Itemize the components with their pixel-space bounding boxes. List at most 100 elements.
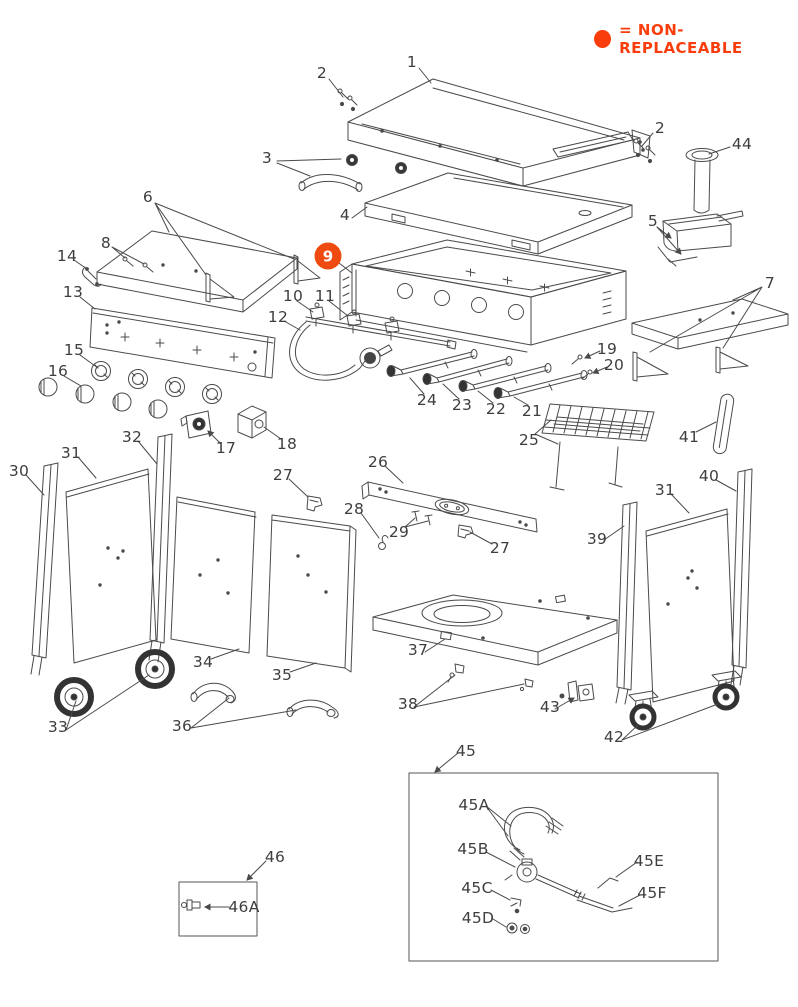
part-label-15-15: 15 — [63, 341, 85, 359]
part-label-45F-51: 45F — [637, 884, 667, 902]
part-14-clip-drawing — [82, 266, 102, 287]
part-label-45E-49: 45E — [633, 852, 665, 870]
part-37-bottom-shelf-drawing — [372, 594, 618, 666]
part-label-29-33: 29 — [388, 523, 410, 541]
part-13-panel-drawing — [89, 307, 276, 379]
part-3-handle-drawing — [298, 154, 407, 192]
part-34-panel-drawing — [170, 496, 257, 654]
part-29-screws-drawing — [411, 510, 433, 526]
inset-box-46 — [178, 881, 258, 937]
part-label-45D-52: 45D — [461, 909, 495, 927]
part-label-11-12: 11 — [314, 287, 336, 305]
part-17-igniter-drawing — [180, 410, 212, 439]
leader-lines — [25, 67, 763, 928]
part-label-20-18: 20 — [603, 356, 625, 374]
part-label-7-14: 7 — [764, 274, 776, 292]
part-44-funnel-drawing — [685, 148, 719, 214]
part-label-23-20: 23 — [451, 396, 473, 414]
part-label-22-21: 22 — [485, 400, 507, 418]
part-label-46A-54: 46A — [228, 898, 260, 916]
non-replaceable-dot-icon — [594, 30, 612, 48]
part-39-leg-drawing — [615, 501, 638, 705]
part-label-28-32: 28 — [343, 500, 365, 518]
part-35-panel-drawing — [266, 514, 357, 673]
legend: = NON-REPLACEABLE — [594, 21, 798, 57]
part-43-bracket-drawing — [559, 680, 595, 703]
part-label-3-4: 3 — [261, 149, 273, 167]
part-label-14-9: 14 — [56, 247, 78, 265]
part-24-burner-drawing — [386, 349, 478, 377]
part-label-18-26: 18 — [276, 435, 298, 453]
part-1-lid-drawing — [347, 78, 651, 187]
part-4-griddle-plate-drawing — [364, 172, 633, 255]
part-16-knobs-drawing — [38, 377, 168, 419]
part-label-4-6: 4 — [339, 206, 351, 224]
part-27b-bracket-drawing — [457, 524, 474, 539]
part-label-12-13: 12 — [267, 308, 289, 326]
part-label-40-36: 40 — [698, 467, 720, 485]
part-label-45-46: 45 — [455, 742, 477, 760]
part-10-11-valves-drawing — [305, 302, 457, 350]
part-label-16-16: 16 — [47, 362, 69, 380]
part-31-left-panel-drawing — [65, 468, 157, 664]
part-label-2-2: 2 — [654, 119, 666, 137]
part-label-13-10: 13 — [62, 283, 84, 301]
part-42-casters-drawing — [628, 670, 742, 731]
part-33-wheels-drawing — [54, 649, 175, 717]
part-label-45B-48: 45B — [457, 840, 489, 858]
part-label-5-7: 5 — [647, 212, 659, 230]
part-32-leg-drawing — [148, 433, 173, 663]
part-label-21-22: 21 — [521, 402, 543, 420]
legend-text: = NON-REPLACEABLE — [619, 21, 743, 57]
part-label-6-5: 6 — [142, 188, 154, 206]
part-19-screw-drawing — [571, 354, 583, 365]
part-15-bezels-drawing — [91, 361, 222, 404]
part-label-27-34: 27 — [489, 539, 511, 557]
part-21-burner-drawing — [493, 370, 588, 399]
part-12-hose-drawing — [289, 321, 393, 381]
part-27-bracket-drawing — [306, 495, 323, 512]
part-label-36-42: 36 — [171, 717, 193, 735]
part-label-45C-50: 45C — [461, 879, 493, 897]
part-label-8-8: 8 — [100, 234, 112, 252]
part-label-35-39: 35 — [271, 666, 293, 684]
part-8-screws-drawing — [122, 256, 154, 273]
part-label-42-45: 42 — [603, 728, 625, 746]
part-label-1-0: 1 — [406, 53, 418, 71]
part-18-bracket-box-drawing — [237, 405, 267, 439]
part-label-38-43: 38 — [397, 695, 419, 713]
part-28-hook-drawing — [378, 534, 389, 550]
part-label-30-29: 30 — [8, 462, 30, 480]
part-label-34-38: 34 — [192, 653, 214, 671]
part-23-burner-drawing — [422, 356, 513, 385]
part-label-31-28: 31 — [60, 444, 82, 462]
part-25-basket-drawing — [541, 403, 655, 491]
part-label-41-24: 41 — [678, 428, 700, 446]
part-label-46-53: 46 — [264, 848, 286, 866]
part-label-26-30: 26 — [367, 453, 389, 471]
part-38-brackets-drawing — [447, 663, 534, 692]
part-label-33-41: 33 — [47, 718, 69, 736]
part-label-37-40: 37 — [407, 641, 429, 659]
part-5-grease-cup-drawing — [657, 210, 744, 267]
part-41-handle-drawing — [712, 393, 735, 455]
part-label-31-37: 31 — [654, 481, 676, 499]
part-label-24-19: 24 — [416, 391, 438, 409]
part-22-burner-drawing — [458, 363, 552, 392]
part-label-19-17: 19 — [596, 340, 618, 358]
part-label-44-3: 44 — [731, 135, 753, 153]
part-label-25-23: 25 — [518, 431, 540, 449]
part-30-leg-drawing — [30, 462, 59, 676]
inset-box-45 — [408, 772, 719, 962]
part-7-shelf-drawing — [631, 298, 789, 382]
part-label-39-35: 39 — [586, 530, 608, 548]
part-40-leg-drawing — [730, 468, 753, 686]
part-label-17-25: 17 — [215, 439, 237, 457]
part-label-32-27: 32 — [121, 428, 143, 446]
part-label-45A-47: 45A — [458, 796, 490, 814]
part-6-shelf-drawing — [96, 230, 321, 313]
part-36-handles-drawing — [190, 682, 339, 719]
part-2-screws-drawing — [337, 88, 656, 164]
